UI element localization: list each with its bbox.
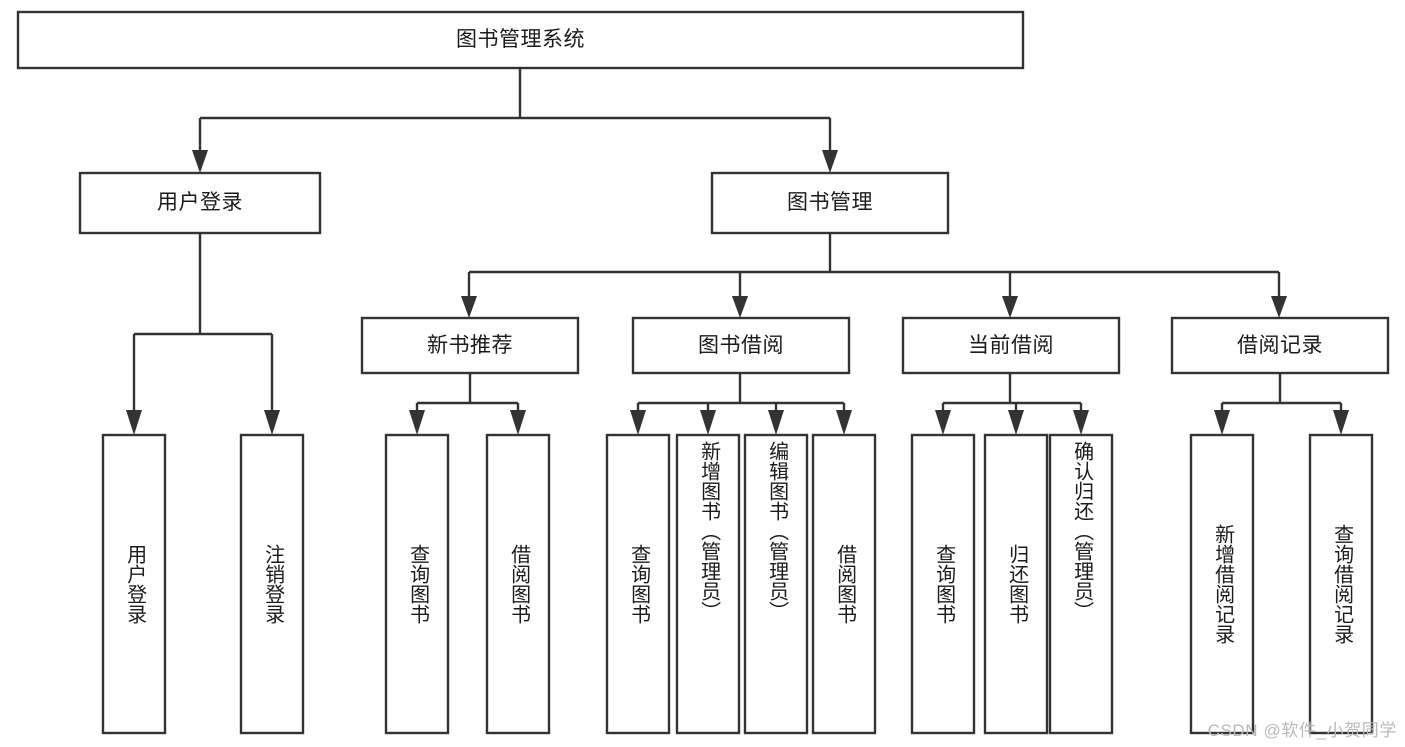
- arrow-head-leaf-query-book-2: [630, 410, 646, 435]
- node-box-borrow-record[interactable]: [1170, 316, 1390, 375]
- node-box-leaf-query-book-3[interactable]: [910, 433, 976, 735]
- arrow-head-leaf-borrow-book-1: [510, 410, 526, 435]
- node-box-leaf-add-book[interactable]: [675, 433, 741, 735]
- connector-group-new-book-recommend: [409, 373, 526, 435]
- node-box-leaf-borrow-book-2[interactable]: [811, 433, 877, 735]
- connector-group-user-login: [126, 233, 280, 435]
- node-box-leaf-borrow-book-1[interactable]: [485, 433, 551, 735]
- arrow-head-leaf-query-book-3: [935, 410, 951, 435]
- connector-group-current-borrow: [935, 373, 1089, 435]
- node-box-leaf-return-book[interactable]: [983, 433, 1049, 735]
- node-box-leaf-add-record[interactable]: [1189, 433, 1255, 735]
- node-box-book-manage[interactable]: [710, 171, 950, 235]
- arrow-head-leaf-user-logout: [264, 410, 280, 435]
- arrow-head-leaf-return-book: [1008, 410, 1024, 435]
- arrow-head-leaf-user-login: [126, 410, 142, 435]
- node-box-leaf-query-record[interactable]: [1308, 433, 1374, 735]
- arrow-head-leaf-add-record: [1214, 410, 1230, 435]
- connector-group-book-borrow: [630, 373, 852, 435]
- connector-group-root: [192, 68, 838, 173]
- node-box-leaf-edit-book[interactable]: [743, 433, 809, 735]
- node-box-new-book-recommend[interactable]: [360, 316, 580, 375]
- node-box-leaf-query-book-2[interactable]: [605, 433, 671, 735]
- node-box-leaf-user-logout[interactable]: [239, 433, 305, 735]
- arrow-head-current-borrow: [1002, 296, 1018, 318]
- node-box-book-borrow[interactable]: [631, 316, 851, 375]
- node-box-current-borrow[interactable]: [901, 316, 1121, 375]
- node-box-user-login[interactable]: [78, 171, 322, 235]
- connector-group-borrow-record: [1214, 373, 1349, 435]
- node-box-leaf-confirm-return[interactable]: [1048, 433, 1114, 735]
- arrow-head-leaf-edit-book: [768, 410, 784, 435]
- arrow-head-book-borrow: [732, 296, 748, 318]
- arrow-head-leaf-add-book: [700, 410, 716, 435]
- arrow-head-leaf-query-record: [1333, 410, 1349, 435]
- arrow-head-book-manage: [822, 150, 838, 173]
- arrow-head-borrow-record: [1271, 296, 1287, 318]
- node-box-leaf-user-login[interactable]: [101, 433, 167, 735]
- arrow-head-leaf-confirm-return: [1073, 410, 1089, 435]
- arrow-head-user-login: [192, 150, 208, 173]
- node-box-leaf-query-book-1[interactable]: [384, 433, 450, 735]
- arrow-head-leaf-query-book-1: [409, 410, 425, 435]
- arrow-head-leaf-borrow-book-2: [836, 410, 852, 435]
- node-box-root[interactable]: [16, 10, 1025, 70]
- connector-group-book-manage: [461, 233, 1287, 318]
- arrow-head-new-book-recommend: [461, 296, 477, 318]
